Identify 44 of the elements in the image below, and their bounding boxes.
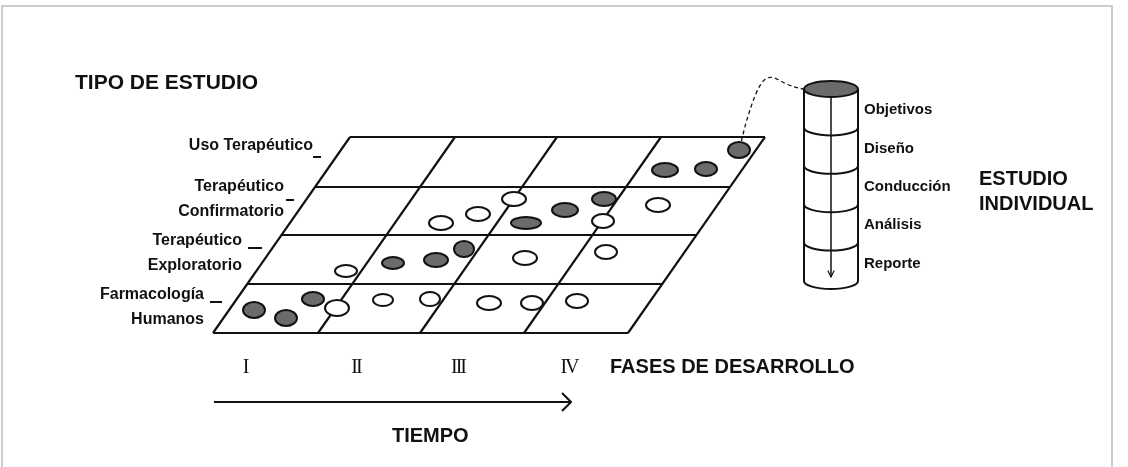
phase-numeral: II	[351, 354, 361, 378]
phase-numeral: III	[451, 354, 465, 378]
open-ellipse-marker	[428, 215, 454, 231]
open-ellipse-marker	[501, 191, 527, 207]
open-ellipse-marker	[476, 295, 502, 311]
row-label: Terapéutico Exploratorio	[146, 230, 242, 275]
axis-title: TIEMPO	[392, 422, 469, 448]
filled-ellipse-marker	[727, 141, 751, 159]
filled-ellipse-marker	[651, 162, 679, 178]
open-ellipse-marker	[594, 244, 618, 260]
filled-ellipse-marker	[423, 252, 449, 268]
filled-ellipse-marker	[381, 256, 405, 270]
filled-ellipse-marker	[453, 240, 475, 258]
open-ellipse-marker	[324, 299, 350, 317]
open-ellipse-marker	[645, 197, 671, 213]
phase-numeral: I	[242, 354, 248, 378]
filled-ellipse-marker	[591, 191, 617, 207]
stage-label: Reporte	[864, 253, 921, 271]
filled-ellipse-marker	[274, 309, 298, 327]
open-ellipse-marker	[512, 250, 538, 266]
row-label: Terapéutico Confirmatorio	[177, 176, 284, 221]
row-label: Uso Terapéutico	[187, 134, 313, 155]
open-ellipse-marker	[591, 213, 615, 229]
open-ellipse-marker	[520, 295, 544, 311]
filled-ellipse-marker	[242, 301, 266, 319]
filled-ellipse-marker	[694, 161, 718, 177]
axis-title: ESTUDIO INDIVIDUAL	[979, 166, 1095, 216]
open-ellipse-marker	[419, 291, 441, 307]
axis-title: TIPO DE ESTUDIO	[75, 70, 259, 94]
open-ellipse-marker	[334, 264, 358, 278]
open-ellipse-marker	[465, 206, 491, 222]
filled-ellipse-marker	[551, 202, 579, 218]
open-ellipse-marker	[565, 293, 589, 309]
filled-ellipse-marker	[510, 216, 542, 230]
row-label: Farmacología Humanos	[98, 284, 204, 329]
axis-title: FASES DE DESARROLLO	[610, 353, 855, 379]
stage-label: Análisis	[864, 214, 922, 232]
stage-label: Conducción	[864, 176, 951, 194]
connector-line	[740, 76, 804, 142]
stage-label: Diseño	[864, 138, 914, 156]
filled-ellipse-marker	[301, 291, 325, 307]
phase-numeral: IV	[560, 354, 578, 378]
open-ellipse-marker	[372, 293, 394, 307]
stage-label: Objetivos	[864, 99, 933, 117]
